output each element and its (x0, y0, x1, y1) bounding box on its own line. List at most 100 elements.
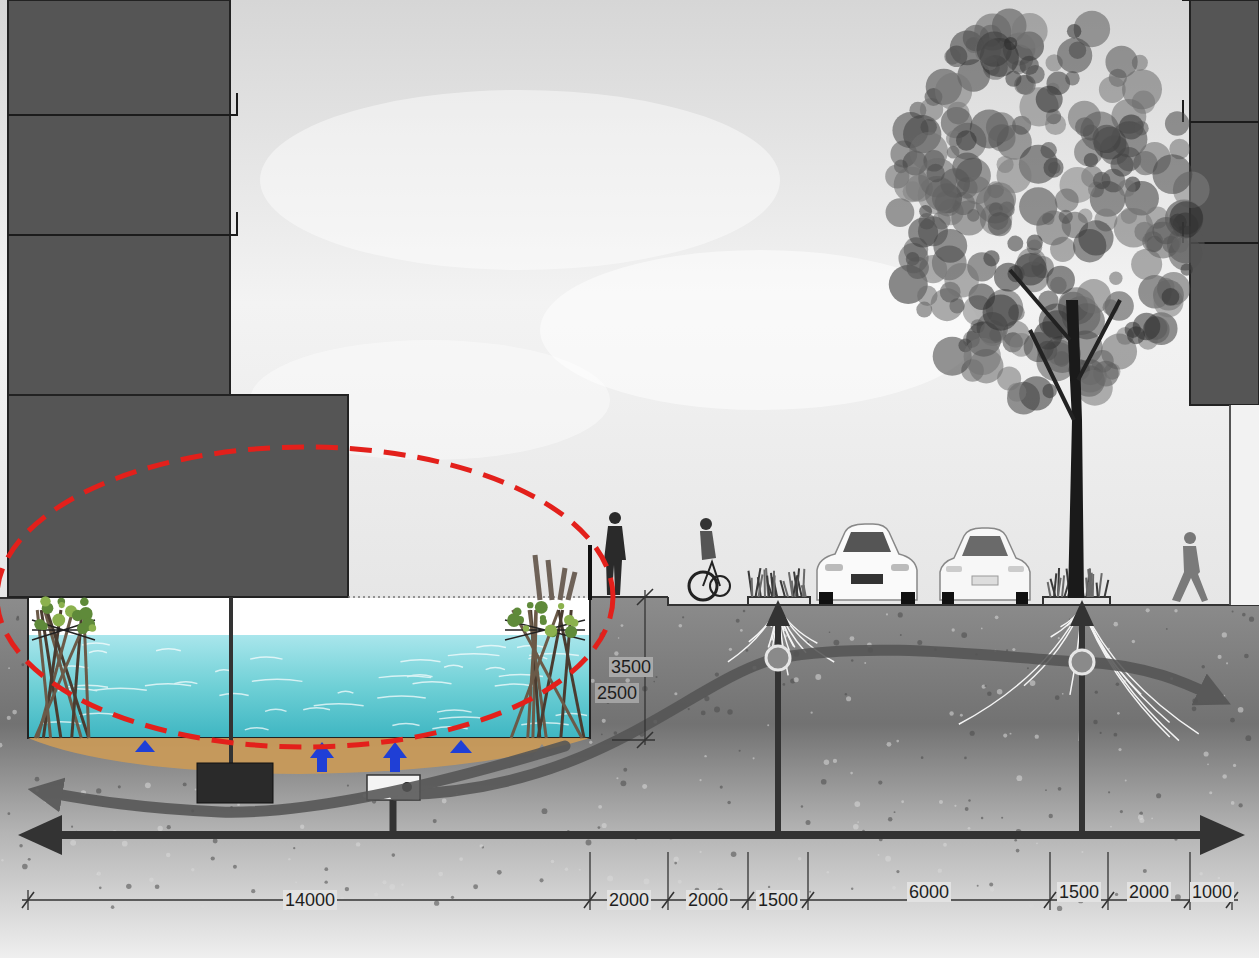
soil-texture-part (717, 883, 719, 885)
soil-texture-part (982, 684, 986, 688)
soil-texture-part (1010, 733, 1012, 735)
soil-texture-part (347, 785, 349, 787)
soil-texture-part (1003, 734, 1007, 738)
soil-texture-part (1242, 613, 1246, 617)
sky-background (0, 0, 1259, 605)
tree-canopy-part (956, 130, 977, 151)
soil-texture-part (642, 784, 647, 789)
tree-canopy-part (988, 212, 1012, 236)
soil-texture-part (1081, 851, 1083, 853)
cars-part-part (1008, 566, 1024, 572)
water-ripple-part (145, 684, 191, 686)
soil-texture-part (1062, 693, 1064, 695)
timber-pilings-part (40, 596, 50, 606)
tree-canopy-part (1007, 236, 1023, 252)
soil-texture-part (616, 777, 618, 779)
ground-soil-part (668, 604, 1259, 606)
soil-texture-part (1204, 751, 1209, 756)
soil-texture-part (653, 681, 655, 683)
soil-texture-part (949, 711, 953, 715)
water-ripple-part (94, 688, 146, 690)
soil-texture-part (599, 901, 605, 907)
soil-texture-part (1016, 849, 1020, 853)
soil-texture-part (195, 788, 197, 790)
tree-canopy-part (964, 338, 1001, 375)
water-ripple-part (379, 676, 431, 678)
tree-canopy-part (1076, 279, 1110, 313)
soil-texture-part (1014, 839, 1017, 842)
tree-canopy-part (1127, 326, 1145, 344)
tree-canopy-part (1172, 236, 1189, 253)
shrub-part (802, 585, 805, 597)
dimension-label: 6000 (907, 882, 951, 902)
soil-texture-part (324, 880, 327, 883)
soil-texture-part (885, 856, 891, 862)
soil-texture-part (727, 709, 732, 714)
soil-texture-part (987, 691, 992, 696)
wetland-pond-part (28, 635, 590, 738)
water-ripple-part (444, 665, 463, 667)
soil-texture-part (288, 858, 290, 860)
sky-background-part (260, 90, 780, 270)
soil-texture-part (96, 873, 98, 875)
water-ripple-part (476, 645, 506, 647)
wetland-pond-part (28, 598, 590, 738)
soil-texture-part (753, 757, 755, 759)
soil-texture-part (1120, 810, 1123, 813)
soil-texture-part (1118, 748, 1121, 751)
tree-roots (728, 606, 1199, 741)
soil-texture-part (602, 823, 607, 828)
soil-texture-part (1036, 842, 1038, 844)
soil-texture-part (981, 628, 983, 630)
soil-texture-part (964, 757, 967, 760)
soil-texture-part (898, 612, 903, 617)
water-flow-arrows-part (395, 650, 1215, 795)
soil-texture-part (97, 872, 101, 876)
soil-texture-part (620, 780, 626, 786)
dimension-label: 3500 (609, 657, 653, 677)
groundwater-axis-part (55, 831, 1205, 839)
dimension-label: 2500 (595, 683, 639, 703)
soil-texture-part (954, 805, 956, 807)
timber-pilings-part (564, 615, 575, 626)
pond-structure (197, 597, 420, 836)
pond-structure-part (197, 763, 273, 803)
soil-texture-part (1226, 662, 1228, 664)
soil-texture-part (35, 777, 40, 782)
dimension-label: 2000 (1127, 882, 1171, 902)
timber-pilings-part (588, 545, 592, 600)
timber-pilings-part (523, 625, 530, 632)
tree-canopy-part (1065, 71, 1080, 86)
soil-texture-part (977, 885, 979, 887)
soil-texture-part (720, 786, 723, 789)
timber-pilings-part (565, 626, 577, 638)
tree-canopy-part (1080, 112, 1119, 151)
water-flow-arrows (45, 650, 1215, 812)
soil-texture-part (158, 826, 163, 831)
people (604, 512, 1208, 602)
soil-texture-part (459, 857, 463, 861)
soil-texture-part (1117, 712, 1120, 715)
soil-texture-part (740, 629, 743, 632)
left-building-part (8, 395, 348, 597)
dimension-label: 1500 (756, 890, 800, 910)
soil-texture-part (821, 779, 827, 785)
soil-texture-part (1100, 732, 1102, 734)
tree-canopy-part (944, 49, 960, 65)
tree-canopy-part (1059, 210, 1073, 224)
people-part (1172, 546, 1208, 602)
cars-part-part (946, 566, 962, 572)
soil-texture-part (892, 886, 896, 890)
tree-canopy-part (977, 32, 1012, 67)
soil-texture-part (1006, 649, 1008, 651)
soil-texture-part (1231, 801, 1235, 805)
soil-texture-part (727, 801, 730, 804)
cars-part-part (972, 576, 998, 585)
soil-texture-part (939, 800, 943, 804)
soil-texture-part (746, 649, 749, 652)
soil-texture-part (434, 901, 439, 906)
soil-texture-part (1218, 655, 1222, 659)
tree-part (1010, 270, 1120, 420)
people-part (1184, 532, 1196, 544)
